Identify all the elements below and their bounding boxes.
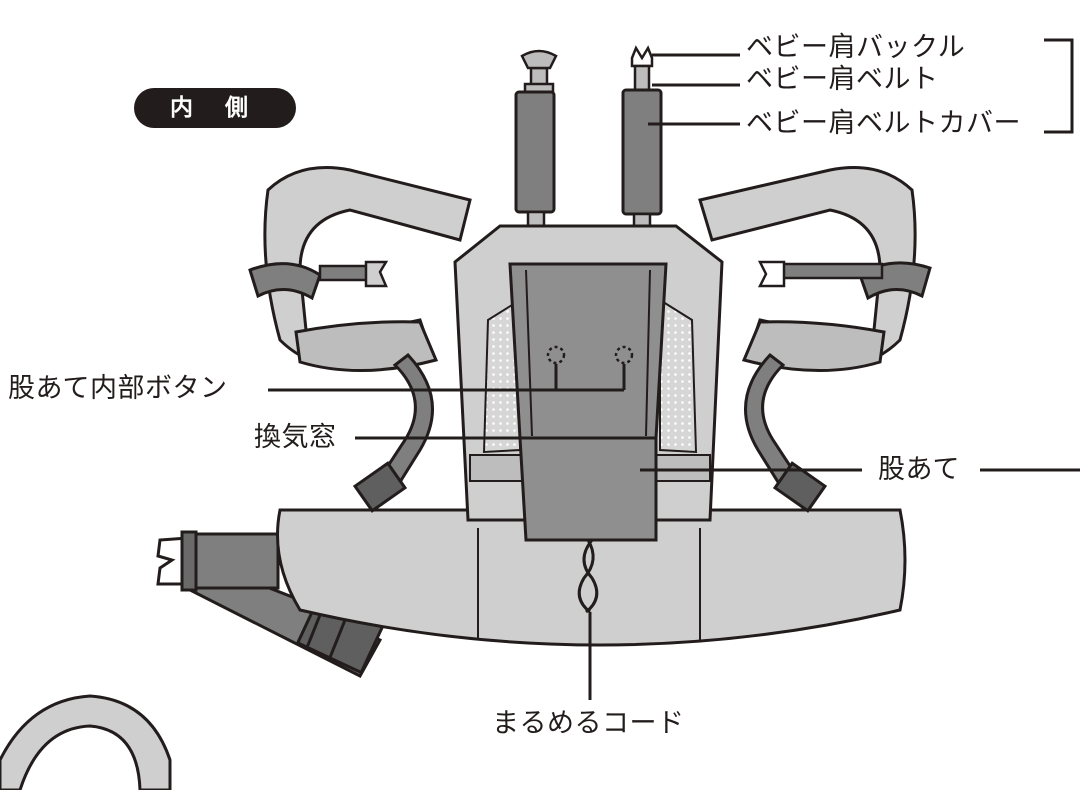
baby-shoulder-buckle-icon: [630, 45, 654, 68]
label-baby-shoulder-belt: ベビー肩ベルト: [746, 64, 939, 95]
crotch-pad: [508, 262, 668, 542]
label-crotch-inner-button: 股あて内部ボタン: [8, 373, 228, 404]
side-strap-left: [352, 352, 434, 513]
leader-lines: [268, 38, 1080, 700]
crotch-inner-button-right-icon: [614, 345, 634, 365]
baby-shoulder-belt-right: [621, 45, 663, 238]
side-strap-right: [744, 352, 828, 513]
crotch-inner-button-left-icon: [546, 345, 566, 365]
label-baby-shoulder-buckle: ベビー肩バックル: [746, 32, 966, 63]
section-badge: 内 側: [134, 88, 296, 128]
label-crotch-pad: 股あて: [878, 454, 960, 485]
label-rolling-cord: まるめるコード: [492, 708, 685, 739]
waist-buckle-left: [156, 530, 280, 592]
label-baby-shoulder-belt-cover: ベビー肩ベルトカバー: [746, 108, 1021, 139]
hood-edge: [0, 694, 172, 790]
baby-shoulder-belt-left: [514, 49, 558, 236]
rolling-cord: [577, 539, 599, 614]
left-shoulder-strap: [248, 166, 472, 372]
label-ventilation-window: 換気窓: [254, 422, 337, 453]
right-shoulder-strap: [698, 166, 932, 372]
ventilation-mesh-right: [659, 298, 698, 454]
